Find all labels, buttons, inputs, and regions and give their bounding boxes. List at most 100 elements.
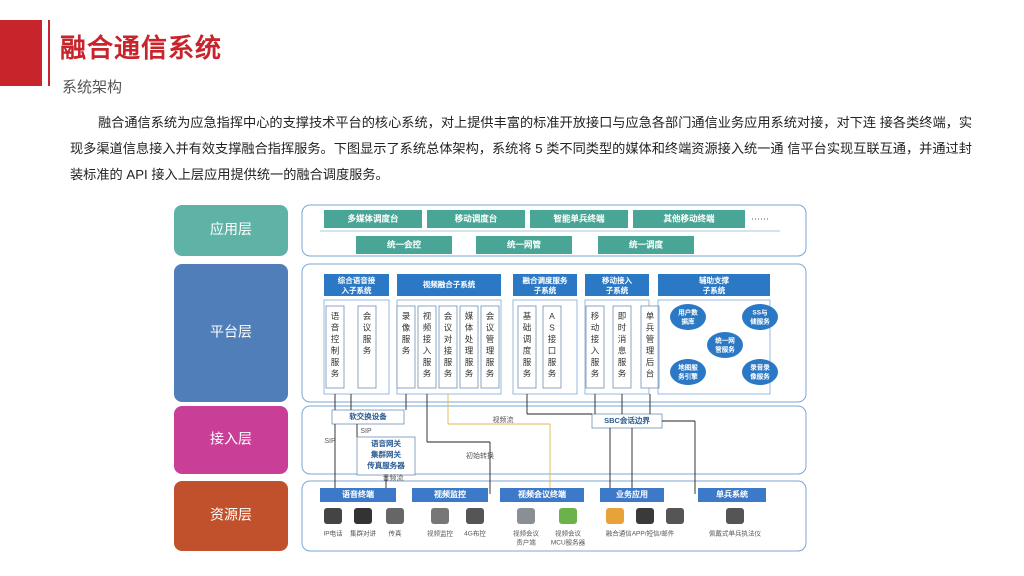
support-circle-3	[670, 359, 706, 385]
resource-title-box-4	[698, 488, 766, 502]
platform-service-box-2-0	[517, 305, 537, 389]
platform-service-3-2: 单兵管理后台	[646, 311, 655, 379]
platform-group-title-b-0: 入子系统	[341, 285, 372, 295]
resource-device-icon-3-0	[606, 508, 624, 524]
layer-resource-label-box	[174, 481, 288, 551]
platform-group-title-box-0	[324, 274, 389, 296]
layer-platform-label-box	[174, 264, 288, 402]
resource-device-icon-2-1	[559, 508, 577, 524]
platform-service-box-2-1	[542, 305, 562, 389]
support-circle-b-2: 管服务	[715, 345, 735, 354]
softswitch-label: 软交换设备	[349, 411, 387, 421]
resource-title-4: 单兵系统	[716, 489, 748, 499]
resource-item-b-2-0: 责户端	[516, 538, 536, 547]
platform-group-frame-0	[323, 299, 390, 395]
resource-title-0: 语音终端	[342, 489, 374, 499]
resource-title-1: 视频监控	[434, 489, 466, 499]
platform-service-1-1: 视频接入服务	[423, 311, 432, 379]
support-circle-0	[670, 304, 706, 330]
app-box-label-2: 智能单兵终端	[552, 213, 605, 223]
link-sip-left: SIP	[324, 438, 336, 445]
platform-group-title-box-4	[658, 274, 770, 296]
platform-group-title-b-4: 子系统	[703, 285, 726, 295]
platform-service-box-0-0	[325, 305, 345, 389]
platform-group-title-a-2: 融合调度服务	[523, 275, 568, 285]
platform-group-title-a-3: 移动接入	[602, 275, 632, 285]
link-voice: 音频流	[383, 473, 404, 482]
support-circle-a-0: 用户数	[677, 308, 698, 317]
platform-service-box-0-1	[357, 305, 377, 389]
platform-group-title-box-1	[397, 274, 501, 296]
resource-device-icon-1-1	[466, 508, 484, 524]
platform-service-1-4: 会议管理服务	[486, 311, 495, 379]
resource-title-box-3	[600, 488, 664, 502]
support-circle-a-2: 统一网	[715, 336, 735, 345]
app-row2-box-2	[598, 236, 694, 254]
resource-item-1-1: 4G布控	[464, 529, 486, 538]
resource-title-box-1	[412, 488, 488, 502]
resource-title-box-2	[500, 488, 584, 502]
platform-group-title-a-4: 辅助支撑	[699, 275, 729, 285]
layer-resource-label: 资源层	[210, 507, 252, 523]
resource-device-icon-1-0	[431, 508, 449, 524]
resource-title-2: 视频会议终端	[518, 489, 566, 499]
resource-device-icon-4-0	[726, 508, 744, 524]
platform-service-box-3-0	[585, 305, 605, 389]
page-title: 融合通信系统	[60, 33, 223, 63]
platform-group-title-box-2	[513, 274, 577, 296]
support-circle-a-4: 录音录	[750, 363, 770, 372]
layer-platform-label: 平台层	[210, 324, 252, 340]
intro-paragraph: 融合通信系统为应急指挥中心的支撑技术平台的核心系统，对上提供丰富的标准开放接口与…	[70, 115, 973, 182]
page-subtitle: 系统架构	[62, 79, 123, 96]
resource-item-a-2-1: 视频会议	[555, 529, 582, 538]
resource-device-icon-3-2	[666, 508, 684, 524]
resource-item-0-1: 集群对讲	[350, 529, 377, 538]
support-circle-b-1: 储服务	[749, 317, 770, 326]
resource-device-icon-0-0	[324, 508, 342, 524]
app-box-label-1: 移动调度台	[455, 213, 498, 223]
architecture-diagram: 应用层平台层接入层资源层多媒体调度台移动调度台智能单兵终端其他移动终端……统一会…	[174, 204, 807, 552]
resource-device-icon-3-1	[636, 508, 654, 524]
platform-group-frame-4	[657, 299, 771, 395]
app-box-3	[633, 210, 745, 228]
layer-frame-2	[301, 405, 807, 475]
app-row2-label-0: 统一会控	[387, 239, 422, 249]
app-more: ……	[751, 211, 769, 221]
resource-title-3: 业务应用	[616, 489, 648, 499]
platform-service-0-1: 会议服务	[363, 311, 372, 356]
platform-service-box-1-3	[459, 305, 479, 389]
app-box-2	[530, 210, 628, 228]
gateway-1: 集群网关	[370, 449, 401, 459]
platform-service-0-0: 语音控制服务	[331, 311, 340, 379]
platform-service-1-2: 会议对接服务	[444, 311, 453, 379]
platform-service-box-3-2	[640, 305, 660, 389]
platform-service-box-1-2	[438, 305, 458, 389]
resource-item-3-0: 融合通信APP/短信/邮件	[606, 529, 675, 538]
app-box-1	[427, 210, 525, 228]
link-video: 视频流	[493, 415, 514, 424]
resource-item-4-0: 佩戴式单兵执法仪	[709, 529, 762, 538]
app-row2-label-1: 统一网管	[507, 239, 542, 249]
accent-bar	[0, 20, 42, 86]
app-row2-box-1	[476, 236, 572, 254]
app-box-0	[324, 210, 422, 228]
app-row2-box-0	[356, 236, 452, 254]
platform-group-title-1: 视频融合子系统	[423, 279, 476, 289]
platform-group-title-box-3	[585, 274, 649, 296]
platform-group-frame-2	[512, 299, 578, 395]
platform-group-title-b-2: 子系统	[534, 285, 557, 295]
support-circle-b-4: 像服务	[750, 372, 770, 381]
platform-service-box-1-1	[417, 305, 437, 389]
platform-service-box-1-0	[396, 305, 416, 389]
platform-group-title-b-3: 子系统	[606, 285, 629, 295]
gateway-0: 语音网关	[371, 438, 401, 448]
platform-service-1-3: 媒体处理服务	[465, 311, 474, 379]
accent-line	[48, 20, 50, 86]
resource-device-icon-2-0	[517, 508, 535, 524]
support-circle-4	[742, 359, 778, 385]
platform-group-title-a-0: 综合语音接	[338, 275, 376, 285]
app-row2-label-2: 统一调度	[629, 239, 664, 249]
sbc-label: SBC会话边界	[604, 415, 650, 425]
app-box-label-0: 多媒体调度台	[347, 213, 399, 223]
resource-item-a-2-0: 视频会议	[513, 529, 540, 538]
